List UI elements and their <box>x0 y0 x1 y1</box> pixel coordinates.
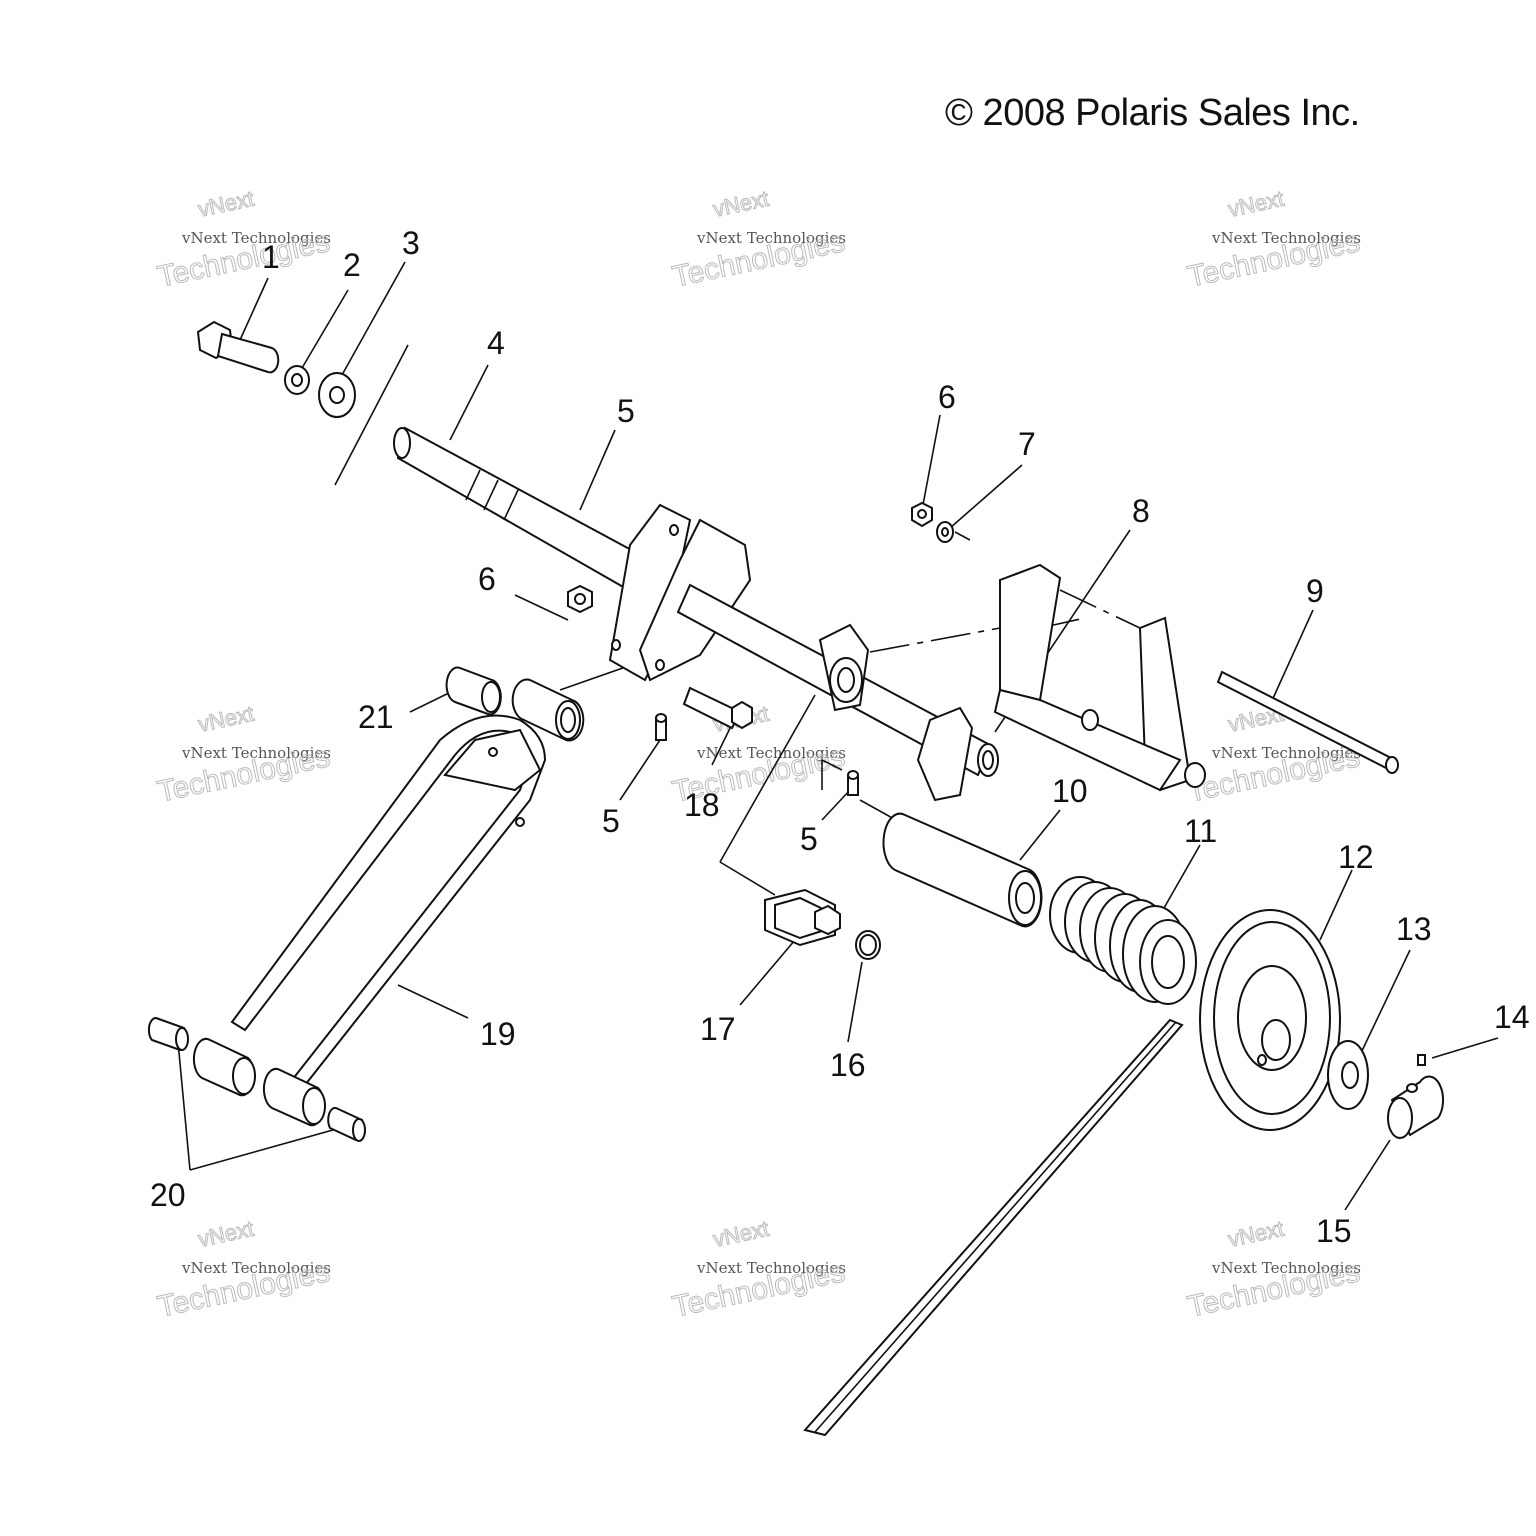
collar-15 <box>1387 1075 1445 1139</box>
callout-10: 10 <box>1052 773 1088 809</box>
bolt-18 <box>682 686 753 730</box>
watermark-bottom-left: vNext vNext Technologies Technologies <box>154 1215 333 1324</box>
leader-lines <box>177 261 1499 1211</box>
watermark-top-left: vNext vNext Technologies Technologies <box>154 185 333 294</box>
svg-text:vNext: vNext <box>196 701 256 737</box>
watermark-mid-left: vNext vNext Technologies Technologies <box>154 700 333 809</box>
callout-17: 17 <box>700 1011 736 1047</box>
copyright-notice: © 2008 Polaris Sales Inc. <box>945 92 1360 134</box>
watermark-top-right: vNext vNext Technologies Technologies <box>1184 185 1363 294</box>
pin-20-left <box>147 1016 189 1052</box>
callout-19: 19 <box>480 1016 516 1052</box>
shaft-4 <box>393 426 652 594</box>
bushing-19-right <box>262 1067 326 1127</box>
svg-text:vNext Technologies: vNext Technologies <box>181 229 331 247</box>
cover-17 <box>764 888 841 947</box>
svg-text:vNext Technologies: vNext Technologies <box>1211 229 1361 247</box>
svg-text:vNext: vNext <box>196 1216 256 1252</box>
callout-6-lower: 6 <box>478 561 496 597</box>
callout-2: 2 <box>343 247 361 283</box>
callout-9: 9 <box>1306 573 1324 609</box>
watermark-mid-right: vNext vNext Technologies Technologies <box>1184 700 1363 809</box>
callout-18: 18 <box>684 787 720 823</box>
bushing-upper <box>511 678 585 742</box>
washer-2 <box>284 365 310 395</box>
callout-12: 12 <box>1338 839 1374 875</box>
washer-7 <box>936 521 954 543</box>
svg-text:vNext Technologies: vNext Technologies <box>1211 1259 1361 1277</box>
callout-5-left: 5 <box>602 803 620 839</box>
svg-text:vNext Technologies: vNext Technologies <box>696 1259 846 1277</box>
callout-20: 20 <box>150 1177 186 1213</box>
callout-11: 11 <box>1184 813 1217 849</box>
spacer-10 <box>882 812 1043 928</box>
callout-7: 7 <box>1018 426 1036 462</box>
svg-text:vNext Technologies: vNext Technologies <box>696 229 846 247</box>
pin-20-right <box>327 1106 366 1142</box>
washer-3 <box>318 372 356 418</box>
callout-3: 3 <box>402 225 420 261</box>
callout-5-right: 5 <box>800 821 818 857</box>
svg-text:vNext Technologies: vNext Technologies <box>181 744 331 762</box>
spring-11 <box>803 876 1197 1437</box>
callout-13: 13 <box>1396 911 1432 947</box>
grease-fitting-5-left <box>655 713 667 741</box>
ring-16 <box>855 930 881 960</box>
svg-text:vNext: vNext <box>711 1216 771 1252</box>
washer-13 <box>1327 1040 1369 1110</box>
callout-1: 1 <box>262 239 280 275</box>
svg-text:vNext: vNext <box>711 186 771 222</box>
callout-21: 21 <box>358 699 394 735</box>
bolt-1 <box>196 320 280 374</box>
bushing-19-left <box>192 1037 256 1097</box>
svg-text:vNext Technologies: vNext Technologies <box>1211 744 1361 762</box>
nut-6-lower <box>567 584 593 614</box>
callout-labels: 1 2 3 4 5 6 7 8 9 6 21 5 18 5 10 11 12 1… <box>150 225 1530 1249</box>
svg-text:vNext: vNext <box>196 186 256 222</box>
bracket-assembly <box>608 503 999 802</box>
nut-6-upper <box>911 501 933 528</box>
link-arm-19 <box>230 714 547 1087</box>
rod-9 <box>1216 670 1399 774</box>
frame-8 <box>993 563 1206 792</box>
svg-text:vNext Technologies: vNext Technologies <box>181 1259 331 1277</box>
callout-8: 8 <box>1132 493 1150 529</box>
callout-5-top: 5 <box>617 393 635 429</box>
set-screw-14 <box>1417 1054 1426 1066</box>
callout-14: 14 <box>1494 999 1530 1035</box>
callout-16: 16 <box>830 1047 866 1083</box>
svg-text:vNext: vNext <box>1226 186 1286 222</box>
callout-6-top: 6 <box>938 379 956 415</box>
watermarks: vNext vNext Technologies Technologies vN… <box>154 185 1363 1324</box>
svg-text:vNext: vNext <box>1226 1216 1286 1252</box>
callout-4: 4 <box>487 325 505 361</box>
svg-text:vNext Technologies: vNext Technologies <box>696 744 846 762</box>
grease-fitting-5-right <box>847 770 859 796</box>
watermark-bottom-center: vNext vNext Technologies Technologies <box>669 1215 848 1324</box>
watermark-top-center: vNext vNext Technologies Technologies <box>669 185 848 294</box>
bushing-21 <box>445 666 502 716</box>
callout-15: 15 <box>1316 1213 1352 1249</box>
pulley-12 <box>1199 909 1341 1131</box>
